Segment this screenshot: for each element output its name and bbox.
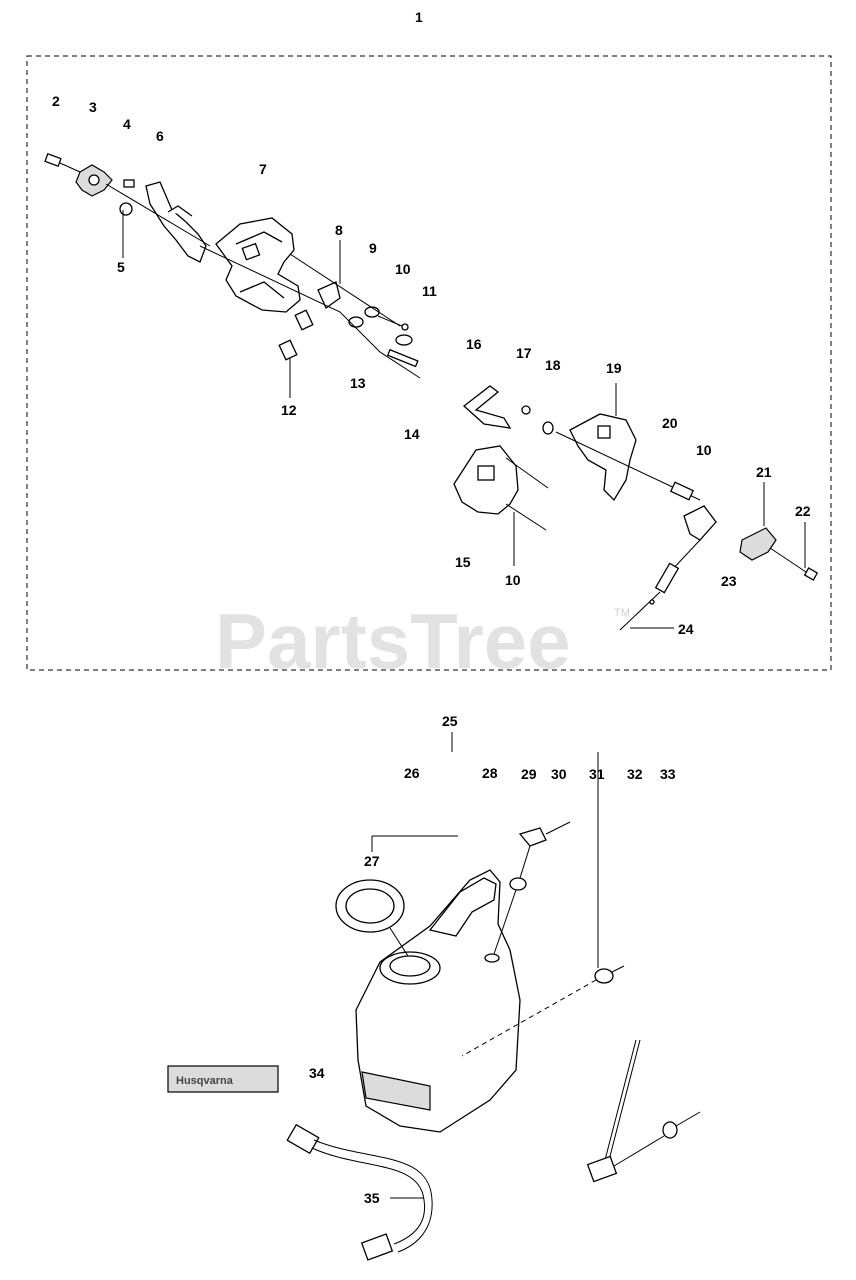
- part-handle-bracket-6[interactable]: [145, 181, 207, 263]
- assembly-frame: [26, 55, 832, 671]
- part-knob-3[interactable]: [75, 164, 113, 197]
- part-grommet-29[interactable]: [493, 845, 531, 955]
- label-22: 22: [795, 503, 811, 519]
- part-screw-2[interactable]: [44, 153, 81, 173]
- label-25: 25: [442, 713, 458, 729]
- part-breather-30[interactable]: [518, 821, 571, 847]
- label-10-a: 10: [395, 261, 411, 277]
- label-5: 5: [117, 259, 125, 275]
- label-16: 16: [466, 336, 482, 352]
- part-housing-19[interactable]: [569, 383, 637, 502]
- label-10-c: 10: [505, 572, 521, 588]
- part-trigger-8[interactable]: [317, 240, 341, 309]
- label-7: 7: [259, 161, 267, 177]
- label-33: 33: [660, 766, 676, 782]
- part-cap-27[interactable]: [335, 835, 458, 957]
- label-8: 8: [335, 222, 343, 238]
- label-11: 11: [422, 283, 437, 299]
- label-29: 29: [521, 766, 537, 782]
- part-bolt-22[interactable]: [769, 522, 819, 581]
- label-23: 23: [721, 573, 737, 589]
- part-decal-34[interactable]: Husqvarna: [167, 1065, 279, 1093]
- label-9: 9: [369, 240, 377, 256]
- part-cable-24[interactable]: [619, 562, 680, 631]
- label-19: 19: [606, 360, 622, 376]
- label-2: 2: [52, 93, 60, 109]
- label-14: 14: [404, 426, 420, 442]
- label-27: 27: [364, 853, 380, 869]
- label-13: 13: [350, 375, 366, 391]
- part-fuel-tank-34[interactable]: [355, 869, 521, 1133]
- label-4: 4: [123, 116, 131, 132]
- label-17: 17: [516, 345, 532, 361]
- label-31: 31: [589, 766, 605, 782]
- part-cable-13[interactable]: [199, 245, 421, 379]
- part-screw-4[interactable]: [123, 179, 135, 188]
- part-grommet-31[interactable]: [461, 965, 625, 1057]
- watermark-text: PartsTree: [215, 597, 571, 685]
- part-pickup-33[interactable]: [586, 1039, 701, 1183]
- label-6: 6: [156, 128, 164, 144]
- label-24: 24: [678, 621, 694, 637]
- part-assembly-lines-upper: [105, 183, 401, 327]
- part-rod-20[interactable]: [555, 431, 701, 501]
- label-18: 18: [545, 357, 561, 373]
- label-20: 20: [662, 415, 678, 431]
- part-throttle-housing-7[interactable]: [215, 217, 301, 313]
- part-throttle-housing-15[interactable]: [453, 445, 549, 566]
- label-32: 32: [627, 766, 643, 782]
- label-3: 3: [89, 99, 97, 115]
- part-fuel-hose-35[interactable]: [286, 1123, 433, 1261]
- part-pin-11[interactable]: [364, 306, 409, 331]
- part-lever-12[interactable]: [278, 309, 314, 398]
- label-34: 34: [309, 1065, 325, 1081]
- label-26: 26: [404, 765, 420, 781]
- decal-text: Husqvarna: [176, 1075, 234, 1087]
- label-35: 35: [364, 1190, 380, 1206]
- label-30: 30: [551, 766, 567, 782]
- label-15: 15: [455, 554, 471, 570]
- part-bracket-21[interactable]: [739, 482, 777, 561]
- label-28: 28: [482, 765, 498, 781]
- watermark-trademark: TM: [614, 607, 630, 619]
- label-21: 21: [756, 464, 772, 480]
- label-10-b: 10: [696, 442, 712, 458]
- part-nut-17[interactable]: [521, 405, 531, 415]
- part-cover-16[interactable]: [462, 385, 512, 429]
- part-washer-5[interactable]: [119, 202, 133, 258]
- label-12: 12: [281, 402, 297, 418]
- label-1: 1: [415, 9, 423, 25]
- part-link-23[interactable]: [669, 505, 717, 573]
- part-washer-18[interactable]: [542, 421, 554, 435]
- part-spring-9[interactable]: [348, 316, 364, 328]
